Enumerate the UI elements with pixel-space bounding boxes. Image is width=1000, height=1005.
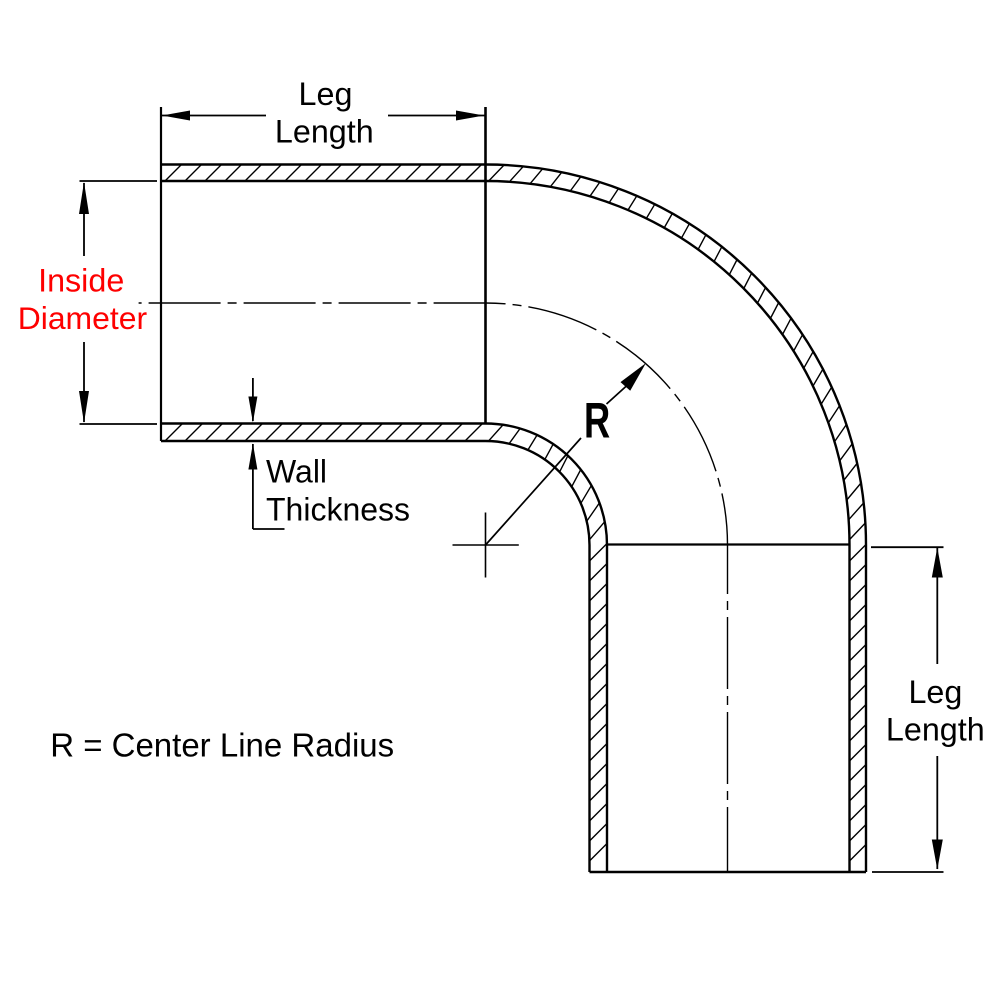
svg-text:Inside: Inside: [38, 263, 124, 299]
svg-text:Leg: Leg: [908, 674, 962, 710]
svg-text:Wall: Wall: [266, 454, 327, 490]
svg-text:Length: Length: [275, 114, 374, 150]
svg-text:Thickness: Thickness: [266, 492, 410, 528]
svg-text:R: R: [584, 393, 610, 449]
svg-text:Leg: Leg: [299, 76, 353, 112]
svg-text:R = Center Line Radius: R = Center Line Radius: [50, 726, 394, 763]
svg-text:Diameter: Diameter: [18, 300, 148, 336]
svg-text:Length: Length: [886, 712, 985, 748]
